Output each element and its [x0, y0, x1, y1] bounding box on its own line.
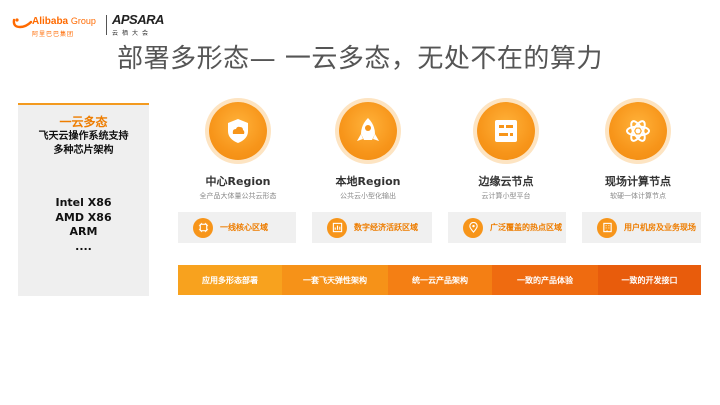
rocket-icon [357, 118, 379, 141]
feature-label: 广泛覆盖的热点区域 [490, 223, 562, 232]
left-panel-subtitle-1: 飞天云操作系统支持 [38, 131, 129, 142]
alibaba-smile-icon [12, 18, 33, 29]
chip-item: Intel X86 [55, 196, 112, 209]
location-pin-icon [468, 222, 478, 233]
node-edge-cloud: 边缘云节点 云计算小型平台 [446, 102, 566, 201]
alibaba-cn-name: 阿里巴巴集团 [32, 31, 75, 38]
node-label: 中心Region [205, 175, 271, 188]
apsara-cn-name: 云栖大会 [112, 30, 153, 37]
node-label: 本地Region [335, 175, 401, 188]
node-label: 边缘云节点 [478, 175, 534, 188]
capability-segment: 统一云产品架构 [388, 265, 492, 295]
atom-icon [626, 120, 650, 142]
feature-label: 用户机房及业务现场 [624, 223, 696, 232]
feature-icon-circle [597, 217, 617, 238]
node-icon-circle [609, 102, 667, 160]
server-rack-icon [495, 120, 517, 142]
capability-bar: 应用多形态部署 一套飞天弹性架构 统一云产品架构 一致的产品体验 一致的开发接口 [178, 265, 701, 295]
node-onsite-compute: 现场计算节点 软硬一体计算节点 [578, 102, 698, 201]
shield-cloud-icon [228, 119, 248, 143]
feature-icon-circle [463, 217, 483, 238]
feature-label: 数字经济活跃区域 [354, 223, 418, 232]
feature-icon-circle [327, 217, 347, 238]
node-local-region: 本地Region 公共云小型化输出 [308, 102, 428, 201]
node-icon-circle [477, 102, 535, 160]
chip-icon [198, 222, 208, 233]
alibaba-name: Alibaba [32, 16, 69, 27]
apsara-logo: APSARA 云栖大会 [112, 12, 172, 40]
node-icon-circle [339, 102, 397, 160]
node-center-region: 中心Region 全产品大体量公共云形态 [178, 102, 298, 201]
chart-icon [332, 222, 342, 233]
left-panel-subtitle-2: 多种芯片架构 [53, 145, 114, 156]
chip-item: .... [75, 239, 92, 253]
chip-item: ARM [69, 225, 98, 238]
capability-segment: 一致的产品体验 [492, 265, 598, 295]
logo-divider [106, 15, 107, 35]
feature-box: 用户机房及业务现场 [582, 212, 701, 243]
capability-segment: 一致的开发接口 [598, 265, 701, 295]
feature-box: 数字经济活跃区域 [312, 212, 432, 243]
node-desc: 软硬一体计算节点 [610, 192, 666, 200]
node-desc: 全产品大体量公共云形态 [199, 192, 277, 200]
feature-box: 广泛覆盖的热点区域 [448, 212, 566, 243]
capability-segment: 应用多形态部署 [178, 265, 282, 295]
node-label: 现场计算节点 [605, 175, 671, 188]
node-desc: 公共云小型化输出 [340, 192, 396, 200]
apsara-name: APSARA [112, 12, 164, 27]
feature-icon-circle [193, 217, 213, 238]
page-title: 部署多形态— 一云多态，无处不在的算力 [117, 44, 603, 74]
feature-box: 一线核心区域 [178, 212, 296, 243]
node-desc: 云计算小型平台 [481, 192, 531, 200]
building-icon [602, 222, 612, 233]
alibaba-group: Group [70, 16, 96, 26]
feature-label: 一线核心区域 [220, 223, 268, 232]
left-panel-title: 一云多态 [59, 115, 108, 129]
left-panel: 一云多态 飞天云操作系统支持 多种芯片架构 Intel X86 AMD X86 … [18, 103, 149, 296]
capability-segment: 一套飞天弹性架构 [282, 265, 388, 295]
node-icon-circle [209, 102, 267, 160]
alibaba-group-logo: Alibaba Group 阿里巴巴集团 [12, 14, 104, 40]
chip-item: AMD X86 [55, 210, 112, 224]
chip-list: Intel X86 AMD X86 ARM .... [18, 196, 149, 254]
